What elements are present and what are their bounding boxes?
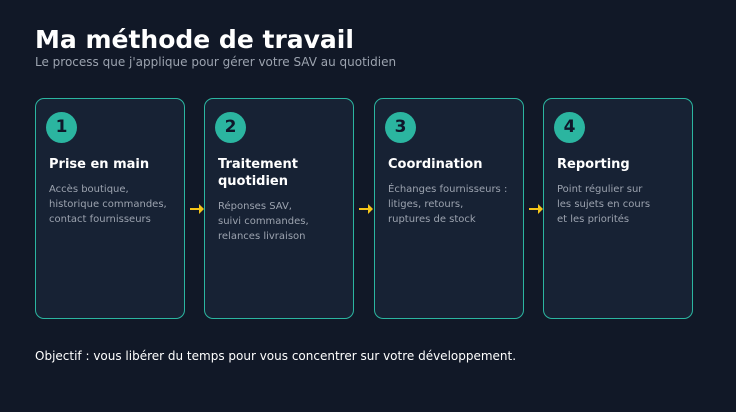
step-card-4: 4 Reporting Point régulier sur les sujet…: [543, 98, 693, 319]
step-number-badge: 2: [215, 112, 246, 143]
step-title: Coordination: [388, 157, 483, 172]
step-number-badge: 1: [46, 112, 77, 143]
step-number-badge: 4: [554, 112, 585, 143]
step-description: Accès boutique, historique commandes, co…: [49, 184, 167, 225]
step-description: Point régulier sur les sujets en cours e…: [557, 184, 651, 225]
step-title: Reporting: [557, 157, 630, 172]
arrow-right-icon: [190, 204, 204, 214]
step-title: Traitement quotidien: [218, 157, 298, 189]
step-description: Réponses SAV, suivi commandes, relances …: [218, 201, 309, 242]
step-card-2: 2 Traitement quotidien Réponses SAV, sui…: [204, 98, 354, 319]
page-title: Ma méthode de travail: [35, 25, 354, 54]
step-title: Prise en main: [49, 157, 150, 172]
step-number-badge: 3: [385, 112, 416, 143]
arrow-right-icon: [359, 204, 373, 214]
page-subtitle: Le process que j'applique pour gérer vot…: [35, 55, 397, 69]
step-card-1: 1 Prise en main Accès boutique, historiq…: [35, 98, 185, 319]
step-description: Échanges fournisseurs : litiges, retours…: [388, 184, 508, 225]
objective-text: Objectif : vous libérer du temps pour vo…: [35, 349, 517, 363]
step-card-3: 3 Coordination Échanges fournisseurs : l…: [374, 98, 524, 319]
arrow-right-icon: [529, 204, 543, 214]
